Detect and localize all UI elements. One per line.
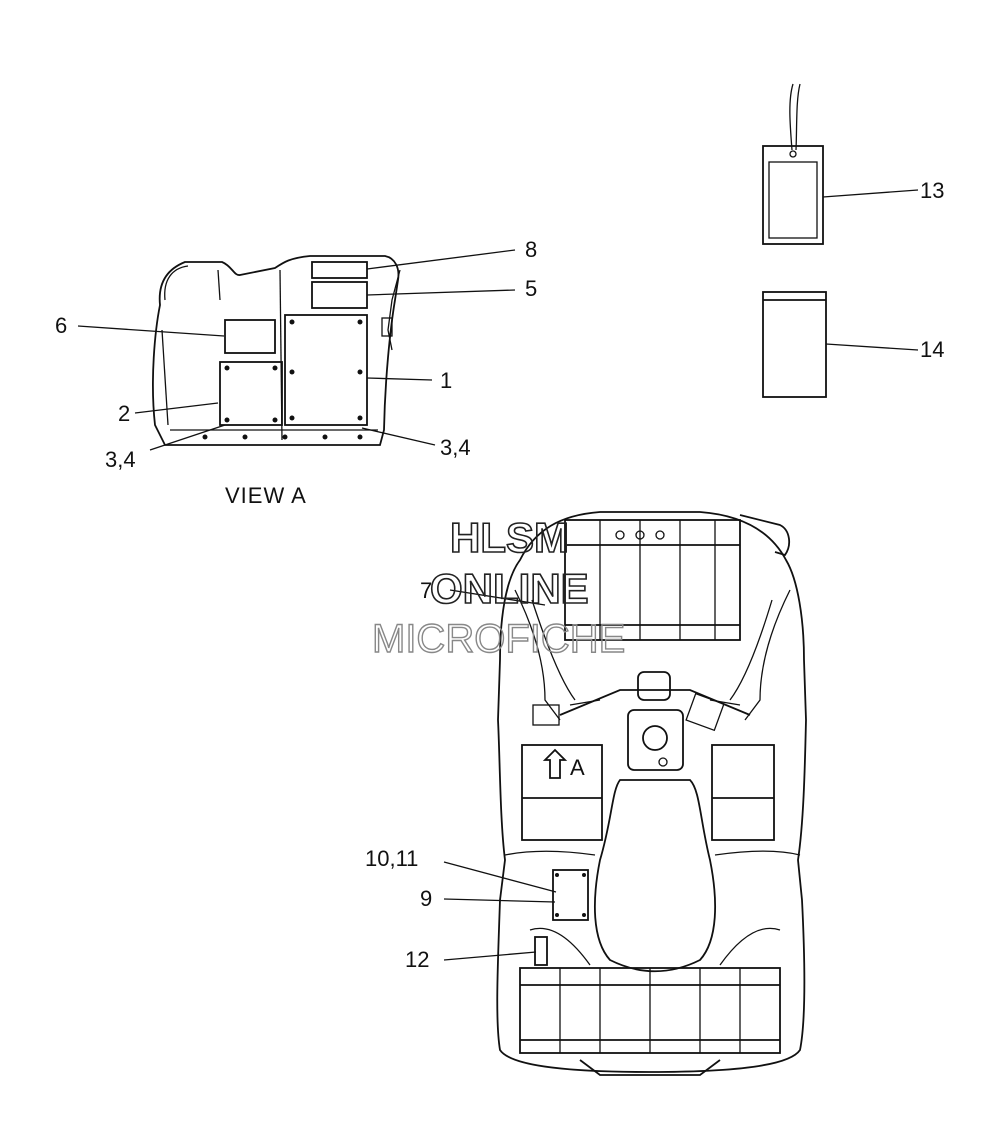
hang-tag-13 — [762, 83, 824, 245]
callout-5: 5 — [525, 276, 537, 301]
callout-13: 13 — [920, 178, 944, 203]
callout-6: 6 — [55, 313, 67, 338]
decal-12 — [534, 936, 548, 966]
view-a-leaders — [77, 249, 516, 451]
plate-1 — [284, 314, 368, 426]
left-footboard — [521, 744, 603, 841]
atv-top-view — [496, 511, 807, 1076]
decal-6 — [224, 319, 276, 354]
watermark-line-2: ONLINE — [430, 565, 589, 612]
tag-leaders — [822, 189, 919, 351]
plate-2 — [219, 361, 283, 426]
view-a-caption: VIEW A — [225, 483, 307, 508]
callout-labels: 8 5 6 1 2 3,4 3,4 13 14 7 10,11 9 12 — [55, 178, 944, 972]
callout-3-4-right: 3,4 — [440, 435, 471, 460]
view-a-arrow — [542, 748, 568, 779]
view-a-marker: A — [570, 755, 585, 780]
watermark: HLSM ONLINE MICROFICHE — [371, 513, 626, 662]
callout-14: 14 — [920, 337, 944, 362]
watermark-line-1: HLSM — [450, 514, 569, 561]
callout-7: 7 — [420, 578, 432, 603]
decal-8 — [311, 261, 368, 279]
view-a-fender — [152, 255, 401, 446]
atv-leaders — [443, 589, 557, 961]
callout-3-4-left: 3,4 — [105, 447, 136, 472]
callout-9: 9 — [420, 886, 432, 911]
callout-1: 1 — [440, 368, 452, 393]
watermark-line-3: MICROFICHE — [372, 617, 625, 661]
callout-2: 2 — [118, 401, 130, 426]
callout-8: 8 — [525, 237, 537, 262]
callout-12: 12 — [405, 947, 429, 972]
manual-card-14 — [762, 291, 827, 398]
decal-5 — [311, 281, 368, 309]
callout-10-11: 10,11 — [365, 846, 418, 871]
plate-9 — [552, 869, 589, 921]
